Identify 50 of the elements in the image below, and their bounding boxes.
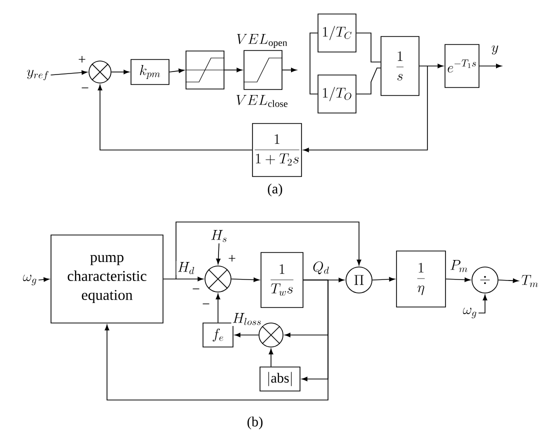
signal-label: $y_{ref}$ xyxy=(27,70,48,80)
arrow xyxy=(303,66,428,152)
arrow xyxy=(372,277,395,282)
arrow xyxy=(282,68,297,72)
integrator-box: $\frac{1}{s}$ xyxy=(380,36,420,96)
transfer-function-box: $\frac{1}{1+T_2 s}$ xyxy=(252,123,302,177)
signal-label: $H_s$ xyxy=(211,230,226,242)
arrow xyxy=(176,222,362,280)
transfer-function-box: $1/T_O$ xyxy=(318,74,356,114)
signal-label: $\omega_g$ xyxy=(23,274,36,286)
arrow xyxy=(38,277,50,282)
arrow xyxy=(478,294,488,314)
edge-label: $H_{loss}$ xyxy=(231,312,263,326)
arrow xyxy=(446,278,470,282)
transfer-function-box: $\frac{1}{\eta}$ xyxy=(396,250,446,308)
arrow xyxy=(50,70,88,76)
arrow xyxy=(98,84,252,150)
arrow xyxy=(163,276,204,282)
caption: (b) xyxy=(247,416,263,430)
gain-box: $k_{pm}$ xyxy=(130,59,170,85)
arrow xyxy=(169,68,184,73)
edge-label: $H_d$ xyxy=(176,261,196,275)
transfer-function-box: $\frac{1}{T_w s}$ xyxy=(260,252,304,308)
sign-label: + xyxy=(228,255,236,262)
transfer-function-box: $1/T_C$ xyxy=(318,14,356,52)
process-box: pump characteristic equation xyxy=(50,234,164,324)
arrow xyxy=(419,64,444,68)
sign-label: + xyxy=(78,56,86,63)
delay-box: $e^{-T_1 s}$ xyxy=(444,44,480,88)
arrow xyxy=(216,242,220,264)
edge-label: $Q_d$ xyxy=(312,260,330,276)
absolute-value-box: $|\mathrm{abs}|$ xyxy=(260,366,300,392)
arrow xyxy=(104,280,328,400)
sign-label: − xyxy=(192,288,200,290)
signal-label: $T_m$ xyxy=(522,275,538,288)
function-box: $f_e$ xyxy=(202,322,234,348)
limit-label: $VEL_{\mathrm{close}}$ xyxy=(236,94,288,108)
edge-label: $y$ xyxy=(490,44,500,56)
arrow xyxy=(224,68,242,72)
limit-label: $VEL_{\mathrm{open}}$ xyxy=(237,34,288,48)
arrow xyxy=(498,278,519,283)
arrow xyxy=(231,278,260,282)
edge-label: $P_m$ xyxy=(448,259,470,273)
arrow xyxy=(479,64,502,68)
saturation-box xyxy=(185,50,225,90)
arrow xyxy=(234,332,259,338)
arrow xyxy=(111,70,130,74)
arrow xyxy=(268,348,274,367)
arrow xyxy=(216,294,220,323)
signal-label: $\omega_g$ xyxy=(463,308,476,318)
